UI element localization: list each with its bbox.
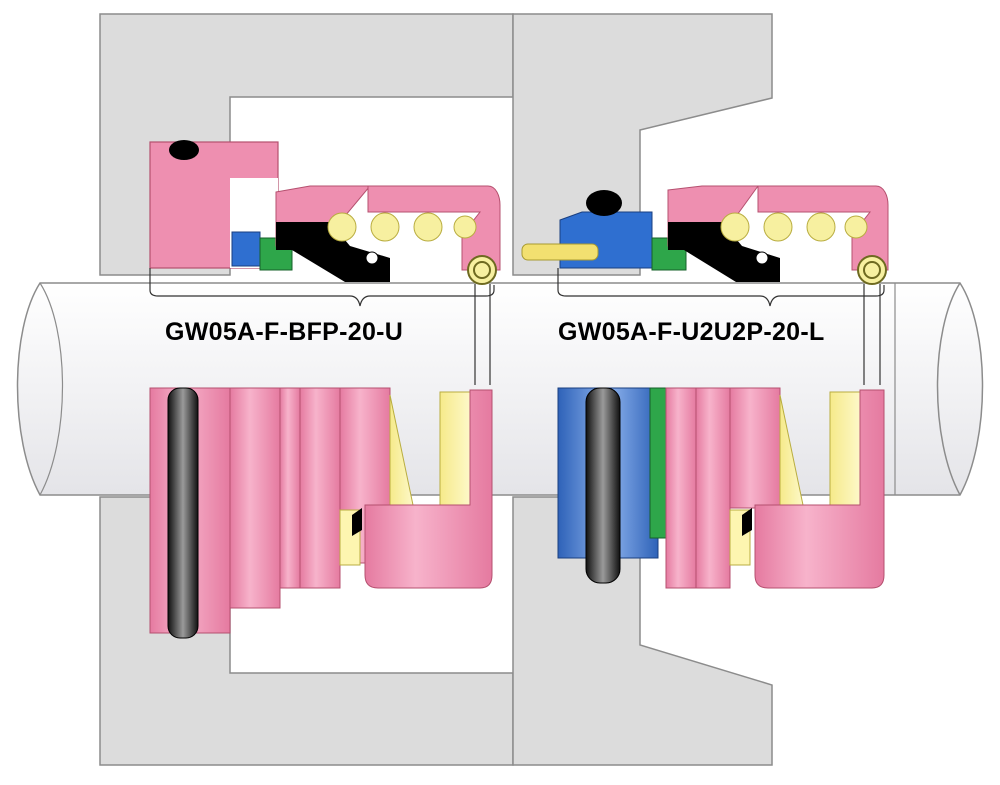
left-setscrew-inner	[473, 261, 491, 279]
right-stationary-bottom-a	[665, 387, 697, 589]
right-black-seal-top	[668, 222, 780, 282]
left-setscrew-ring	[467, 255, 497, 285]
right-face-bottom	[729, 387, 781, 509]
left-spring-4	[453, 215, 477, 239]
right-spring-2	[763, 212, 793, 242]
left-black-seal-top	[276, 222, 390, 282]
left-spring-coil-b	[439, 391, 471, 506]
left-oring-top	[169, 140, 199, 160]
shaft-end-curve-left	[39, 282, 64, 496]
left-spring-3	[413, 212, 443, 242]
left-spring-1	[327, 212, 357, 242]
right-spring-coil-b	[829, 391, 861, 506]
seal-model-label-right: GW05A-F-U2U2P-20-L	[558, 318, 825, 346]
left-sleeve-bottom-b	[279, 387, 301, 589]
right-black-clip	[742, 508, 752, 536]
left-rotary-bottom	[364, 389, 493, 589]
seal-model-label-left: GW05A-F-BFP-20-U	[165, 318, 404, 346]
left-brace	[149, 268, 495, 307]
left-oring-bottom	[167, 387, 199, 639]
left-sleeve-bottom-a	[229, 387, 281, 609]
right-small-ring-top	[755, 251, 769, 265]
left-small-ring-top	[365, 251, 379, 265]
housing-right	[512, 13, 773, 276]
right-setscrew-inner	[863, 261, 881, 279]
right-spring-4	[844, 215, 868, 239]
right-oring-top	[586, 190, 622, 216]
left-spring-2	[370, 212, 400, 242]
right-stationary-bottom-b	[695, 387, 731, 589]
left-black-clip	[352, 508, 362, 536]
right-brace	[557, 268, 885, 307]
right-setscrew-ring	[857, 255, 887, 285]
left-blue-ring-top	[231, 231, 261, 267]
right-oring-bottom	[585, 387, 621, 584]
right-spring-1	[720, 212, 750, 242]
right-green-ring-bottom	[649, 387, 667, 539]
shaft-end-curve	[936, 282, 961, 496]
right-rotary-bottom	[754, 389, 885, 589]
right-pin	[521, 243, 599, 261]
left-stationary-bottom	[299, 387, 341, 589]
right-spring-3	[806, 212, 836, 242]
